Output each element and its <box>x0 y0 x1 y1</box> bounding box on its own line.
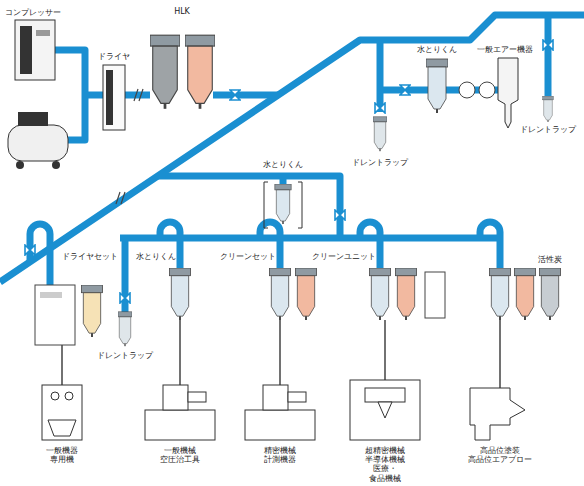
point-of-use-units <box>35 268 561 345</box>
component-label: クリーンユニット <box>312 252 376 261</box>
component-label: ドレントラップ <box>520 125 576 134</box>
component-label: 高品位塗装 高品位エアブロー <box>468 446 532 464</box>
dryer <box>103 65 125 130</box>
component-label: ドライヤ <box>98 52 130 61</box>
component-label: ドレントラップ <box>352 158 408 167</box>
component-label: ドライヤセット <box>62 252 118 261</box>
component-label: 水とりくん <box>417 45 457 54</box>
valves <box>25 40 553 303</box>
component-label: 一般エアー機器 <box>477 45 533 54</box>
component-label: クリーンセット <box>220 252 276 261</box>
compressor <box>8 20 68 169</box>
middle-filter <box>264 182 302 228</box>
component-label: 水とりくん <box>263 160 303 169</box>
component-label: ドレントラップ <box>97 351 153 360</box>
component-label: 一般機械 空圧治工具 <box>160 446 200 464</box>
component-label: 活性炭 <box>538 255 562 264</box>
component-label: 超精密機械 半導体機械 医療・食品機械 <box>365 446 405 483</box>
component-label: 精密機械 計測機器 <box>264 446 296 464</box>
component-label: 水とりくん <box>136 252 176 261</box>
component-label: HLK <box>174 7 190 16</box>
drain-traps <box>118 96 553 346</box>
hlk-filters <box>150 35 215 109</box>
machines <box>42 380 525 440</box>
component-label: コンプレッサー <box>5 8 61 17</box>
air-unit <box>426 58 518 128</box>
pipes <box>0 15 584 312</box>
component-label: 一般機器 専用機 <box>46 446 78 464</box>
